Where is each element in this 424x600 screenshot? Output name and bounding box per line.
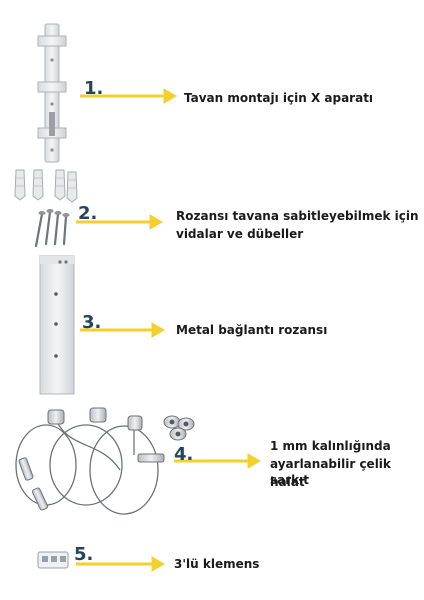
item-number-4: 4. xyxy=(174,444,194,465)
arrows xyxy=(76,88,261,572)
item-number-2: 2. xyxy=(78,203,98,224)
terminal-block-icon xyxy=(37,551,69,569)
item-label-2-line2: vidalar ve dübeller xyxy=(176,227,304,241)
arrow-1-icon xyxy=(80,88,177,104)
arrow-2-icon xyxy=(76,214,163,230)
arrow-4-icon xyxy=(174,453,261,469)
item-number-5: 5. xyxy=(74,544,94,565)
arrow-3-icon xyxy=(80,322,165,338)
item-label-1: Tavan montajı için X aparatı xyxy=(184,91,374,105)
screws-and-dowels-icon xyxy=(14,169,78,248)
item-label-5: 3'lü klemens xyxy=(174,557,260,571)
metal-canopy-plate-icon xyxy=(39,255,75,395)
item-label-4-line2: ayarlanabilir çelik sarkıt xyxy=(270,457,391,487)
item-label-2-line1: Rozansı tavana sabitleyebilmek için xyxy=(176,209,419,223)
item-number-1: 1. xyxy=(84,78,104,99)
x-bracket-icon xyxy=(37,23,67,163)
item-label-3: Metal bağlantı rozansı xyxy=(176,323,328,337)
arrow-5-icon xyxy=(76,556,165,572)
item-label-4-line3: halat xyxy=(270,475,305,489)
steel-suspension-cable-icon xyxy=(15,407,195,515)
item-number-3: 3. xyxy=(82,312,102,333)
item-label-4-line1: 1 mm kalınlığında xyxy=(270,439,391,453)
